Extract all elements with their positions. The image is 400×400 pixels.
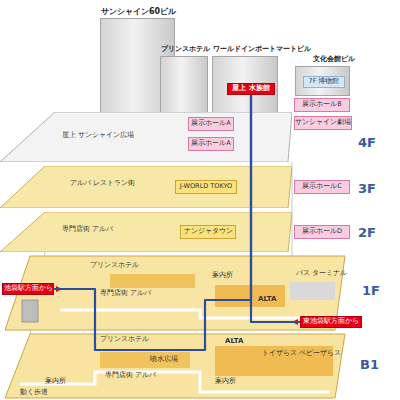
place-name: 専門店街 アルパ (105, 372, 156, 380)
facility-name: J-WORLD TOKYO (180, 183, 232, 190)
floor-slab: 専門店街 アルパ ナンジャタウン (0, 212, 292, 252)
place-name: プリンスホテル (90, 262, 139, 270)
building-name: 文化会館ビル (313, 56, 355, 64)
slab-outline (0, 212, 292, 252)
place-name: 案内所 (45, 378, 66, 386)
place-name: プリンスホテル (100, 336, 149, 344)
route-line (54, 95, 251, 350)
building-block: プリンスホテル (160, 56, 208, 114)
facility-box: 屋上 水族館 (227, 83, 275, 95)
facility-name: 展示ホールB (302, 101, 341, 108)
floor-guide-line (292, 162, 293, 256)
facility-name: 展示ホールD (302, 228, 342, 235)
facility-name: 東池袋駅方面から (303, 318, 359, 325)
facility-name: 屋上 水族館 (232, 85, 269, 93)
facility-name: 展示ホールC (302, 183, 342, 190)
facility-box: ナンジャタウン (180, 225, 236, 239)
floor-number: 1F (362, 284, 380, 298)
floor-number: 3F (358, 182, 376, 196)
place-name: 動く歩道 (20, 389, 48, 397)
facility-box: サンシャイン劇場 (294, 116, 352, 130)
shop-area (100, 352, 190, 368)
building-block: ワールドインポートマートビル屋上 水族館 (212, 56, 278, 114)
place-name: 案内所 (212, 272, 233, 280)
facility-box: J-WORLD TOKYO (175, 180, 237, 194)
place-name: ALTA (258, 296, 276, 304)
place-name: トイザらス ベビーザらス (262, 350, 341, 358)
facility-name: 展示ホールA (191, 140, 230, 147)
facility-box: 東池袋駅方面から (300, 316, 362, 328)
slab-outline (0, 166, 292, 208)
place-name: 案内所 (215, 378, 236, 386)
place-name: バス ターミナル (296, 270, 347, 277)
small-building (22, 300, 38, 322)
floor-number: 4F (358, 136, 376, 150)
slab-shape (0, 212, 292, 252)
entrance-arrow (56, 286, 62, 292)
place-name: ALTA (225, 338, 243, 346)
facility-name: 7F 博物館 (309, 78, 340, 85)
facility-box: 7F 博物館 (303, 76, 345, 88)
facility-box: 展示ホールA (188, 117, 234, 131)
shop-area (110, 274, 195, 288)
slab-outline (0, 112, 292, 162)
floor-area-name: アルパ レストラン街 (70, 180, 135, 188)
floor-area-name: 専門店街 アルパ (62, 226, 113, 234)
facility-box: 展示ホールC (294, 180, 350, 194)
facility-name: サンシャイン劇場 (295, 119, 351, 126)
facility-box: 展示ホールD (294, 225, 350, 239)
facility-name: 池袋駅方面から (4, 285, 53, 292)
place-name: 噴水広場 (150, 356, 178, 364)
corridor (20, 372, 330, 392)
floor-slab: 屋上 サンシャイン広場展示ホールA展示ホールA (0, 112, 292, 162)
bus-terminal-area (290, 282, 335, 300)
facility-name: 展示ホールA (191, 120, 230, 127)
building-block: 文化会館ビル7F 博物館 (295, 66, 350, 96)
place-name: 専門店街 アルパ (100, 290, 151, 298)
building-name: サンシャイン60ビル (101, 8, 176, 17)
building-name: ワールドインポートマートビル (213, 46, 311, 54)
floor-number: 2F (358, 226, 376, 240)
route-line (251, 95, 300, 322)
facility-box: 展示ホールB (294, 98, 350, 112)
facility-box: 池袋駅方面から (2, 283, 54, 295)
facility-name: ナンジャタウン (184, 228, 233, 235)
slab-shape (0, 112, 292, 162)
floor-slab-b1 (5, 334, 345, 398)
corridor (60, 310, 330, 318)
floor-slab-1f (5, 256, 345, 330)
floor-slab: アルパ レストラン街 J-WORLD TOKYO (0, 166, 292, 208)
floor-area-name: 屋上 サンシャイン広場 (62, 132, 134, 140)
building-name: プリンスホテル (161, 46, 210, 54)
facility-box: 展示ホールA (188, 137, 234, 151)
entrance-arrow (292, 319, 298, 325)
slab-shape (0, 166, 292, 208)
shop-area (215, 285, 285, 307)
floor-number: B1 (360, 358, 379, 372)
